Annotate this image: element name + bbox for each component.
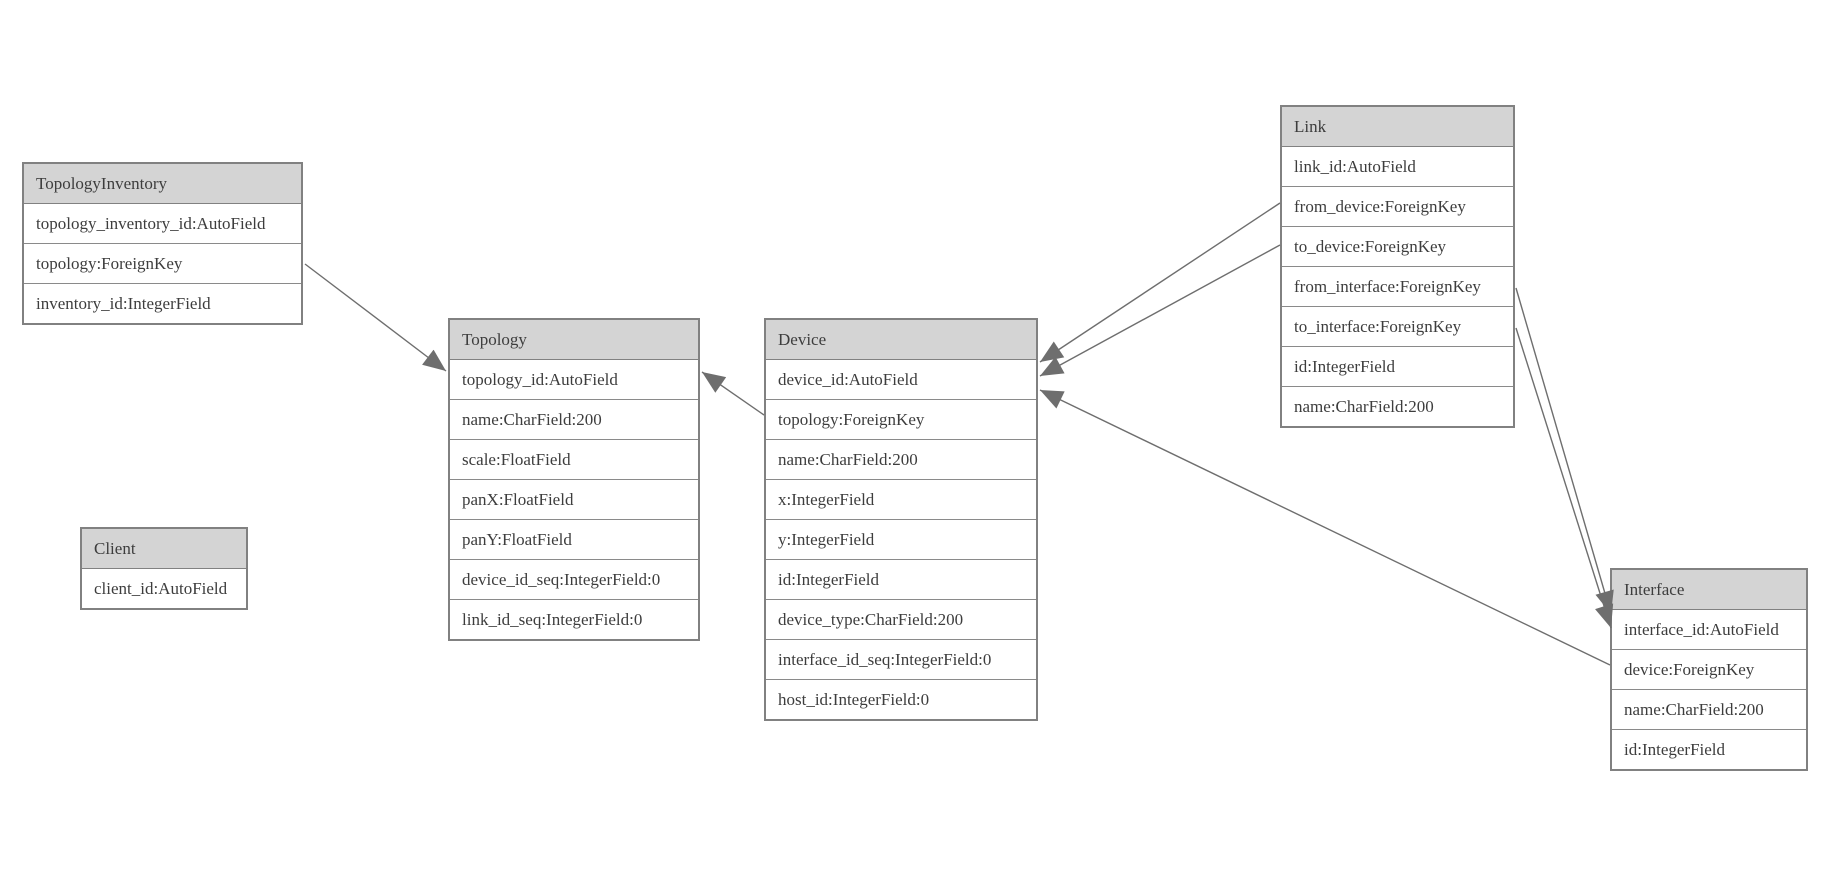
entity-title: Link — [1282, 107, 1513, 147]
field-row: to_device:ForeignKey — [1282, 227, 1513, 267]
field-row: topology_inventory_id:AutoField — [24, 204, 301, 244]
field-row: name:CharField:200 — [1282, 387, 1513, 426]
field-row: topology:ForeignKey — [24, 244, 301, 284]
field-row: interface_id:AutoField — [1612, 610, 1806, 650]
field-row: topology:ForeignKey — [766, 400, 1036, 440]
field-row: from_device:ForeignKey — [1282, 187, 1513, 227]
field-row: to_interface:ForeignKey — [1282, 307, 1513, 347]
field-row: inventory_id:IntegerField — [24, 284, 301, 323]
field-row: link_id:AutoField — [1282, 147, 1513, 187]
field-row: from_interface:ForeignKey — [1282, 267, 1513, 307]
field-row: device:ForeignKey — [1612, 650, 1806, 690]
field-row: y:IntegerField — [766, 520, 1036, 560]
relationship-interface-device-to-device — [1039, 389, 1611, 666]
field-row: interface_id_seq:IntegerField:0 — [766, 640, 1036, 680]
field-row: id:IntegerField — [766, 560, 1036, 600]
field-row: name:CharField:200 — [450, 400, 698, 440]
entity-title: Interface — [1612, 570, 1806, 610]
field-row: id:IntegerField — [1282, 347, 1513, 387]
relationship-link-from_device-to-device — [1039, 202, 1281, 363]
field-row: name:CharField:200 — [1612, 690, 1806, 730]
relationship-device-topology-to-topology — [701, 371, 765, 416]
relationship-topologyinventory-topology-to-topology — [304, 263, 447, 372]
field-row: topology_id:AutoField — [450, 360, 698, 400]
field-row: device_id:AutoField — [766, 360, 1036, 400]
entity-title: Device — [766, 320, 1036, 360]
relationship-link-to_interface-to-interface — [1515, 327, 1614, 629]
relationship-link-to_device-to-device — [1039, 244, 1281, 377]
field-row: x:IntegerField — [766, 480, 1036, 520]
field-row: host_id:IntegerField:0 — [766, 680, 1036, 719]
field-row: device_type:CharField:200 — [766, 600, 1036, 640]
field-row: scale:FloatField — [450, 440, 698, 480]
field-row: panY:FloatField — [450, 520, 698, 560]
field-row: panX:FloatField — [450, 480, 698, 520]
field-row: id:IntegerField — [1612, 730, 1806, 769]
entity-title: TopologyInventory — [24, 164, 301, 204]
field-row: device_id_seq:IntegerField:0 — [450, 560, 698, 600]
entity-title: Client — [82, 529, 246, 569]
field-row: name:CharField:200 — [766, 440, 1036, 480]
relationship-link-from_interface-to-interface — [1515, 287, 1614, 615]
entity-title: Topology — [450, 320, 698, 360]
field-row: client_id:AutoField — [82, 569, 246, 608]
field-row: link_id_seq:IntegerField:0 — [450, 600, 698, 639]
